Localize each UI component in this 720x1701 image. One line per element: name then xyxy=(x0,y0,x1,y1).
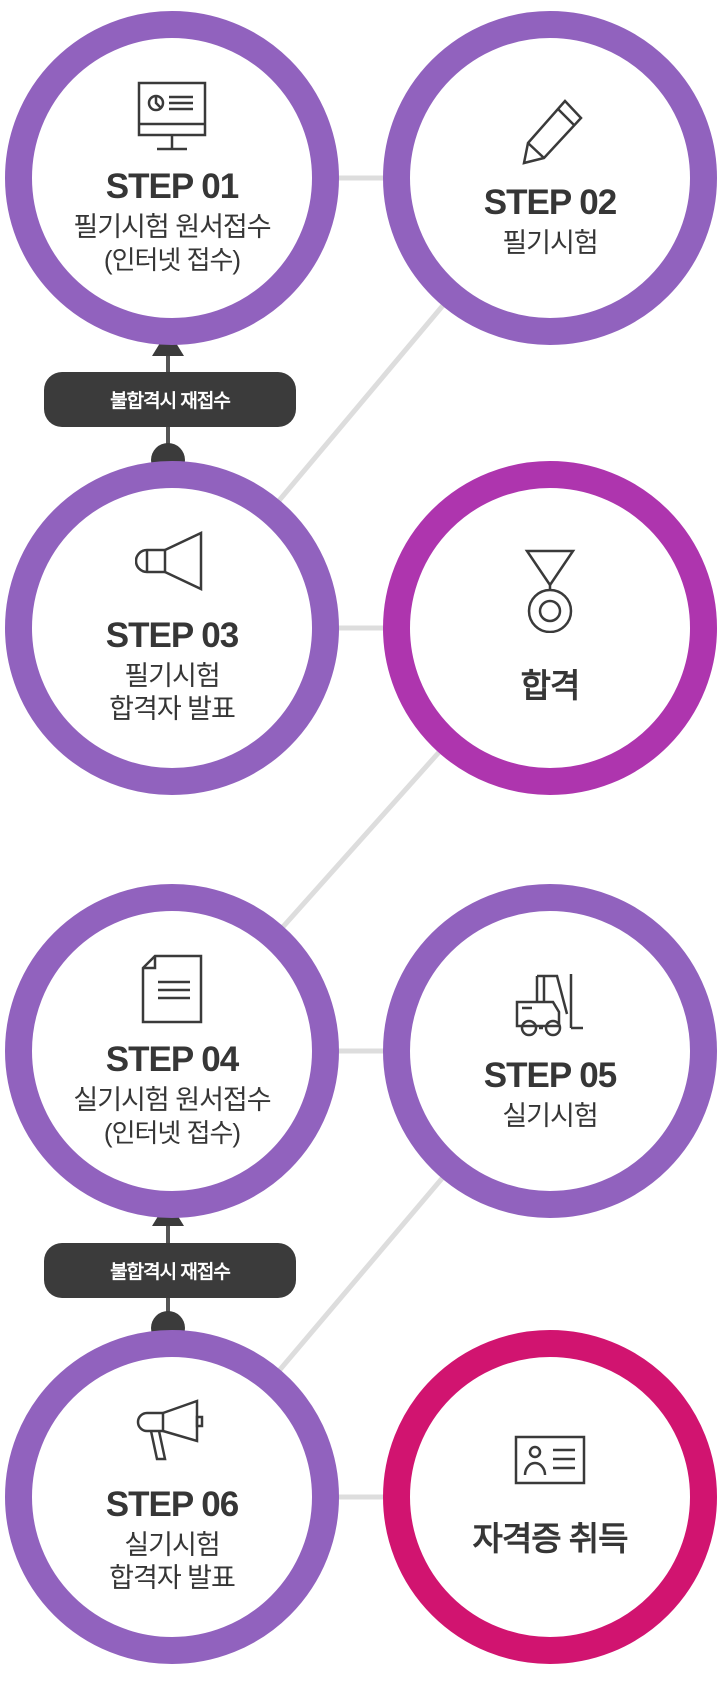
certificate-label: 자격증 취득 xyxy=(472,1520,629,1557)
step-description: 실기시험 원서접수 xyxy=(73,1084,271,1115)
step-label: STEP 04 xyxy=(105,1039,239,1079)
step-06: STEP 06 실기시험 합격자 발표 xyxy=(5,1330,339,1664)
step-description: 합격자 발표 xyxy=(109,1563,236,1593)
pass-milestone: 합격 xyxy=(383,461,717,795)
speaker-icon xyxy=(135,530,209,604)
id-card-icon xyxy=(513,1434,587,1486)
step-description: 필기시험 xyxy=(124,661,220,691)
step-label: STEP 06 xyxy=(105,1485,239,1524)
step-label: STEP 05 xyxy=(483,1055,617,1095)
document-icon xyxy=(135,954,209,1028)
step-02: STEP 02 필기시험 xyxy=(383,11,717,345)
step-01: STEP 01 필기시험 원서접수 (인터넷 접수) xyxy=(5,11,339,345)
retry-badge: 불합격시 재접수 xyxy=(44,372,296,427)
step-05: STEP 05 실기시험 xyxy=(383,884,717,1218)
step-description: 필기시험 xyxy=(502,227,598,258)
step-description: 필기시험 원서접수 xyxy=(73,211,271,242)
step-note: (인터넷 접수) xyxy=(103,1117,241,1148)
step-04: STEP 04 실기시험 원서접수 (인터넷 접수) xyxy=(5,884,339,1218)
step-label: STEP 02 xyxy=(483,182,617,222)
step-label: STEP 03 xyxy=(105,616,239,655)
forklift-icon xyxy=(513,970,587,1044)
pass-label: 합격 xyxy=(520,667,581,704)
step-description: 실기시험 xyxy=(124,1530,220,1560)
monitor-icon xyxy=(135,81,209,155)
step-03: STEP 03 필기시험 합격자 발표 xyxy=(5,461,339,795)
certificate-milestone: 자격증 취득 xyxy=(383,1330,717,1664)
step-description: 실기시험 xyxy=(502,1100,598,1131)
step-description: 합격자 발표 xyxy=(109,694,236,724)
medal-icon xyxy=(513,549,587,633)
step-label: STEP 01 xyxy=(105,166,239,206)
retry-badge: 불합격시 재접수 xyxy=(44,1243,296,1298)
megaphone-icon xyxy=(135,1399,209,1473)
step-note: (인터넷 접수) xyxy=(103,244,241,275)
pencil-icon xyxy=(513,97,587,171)
